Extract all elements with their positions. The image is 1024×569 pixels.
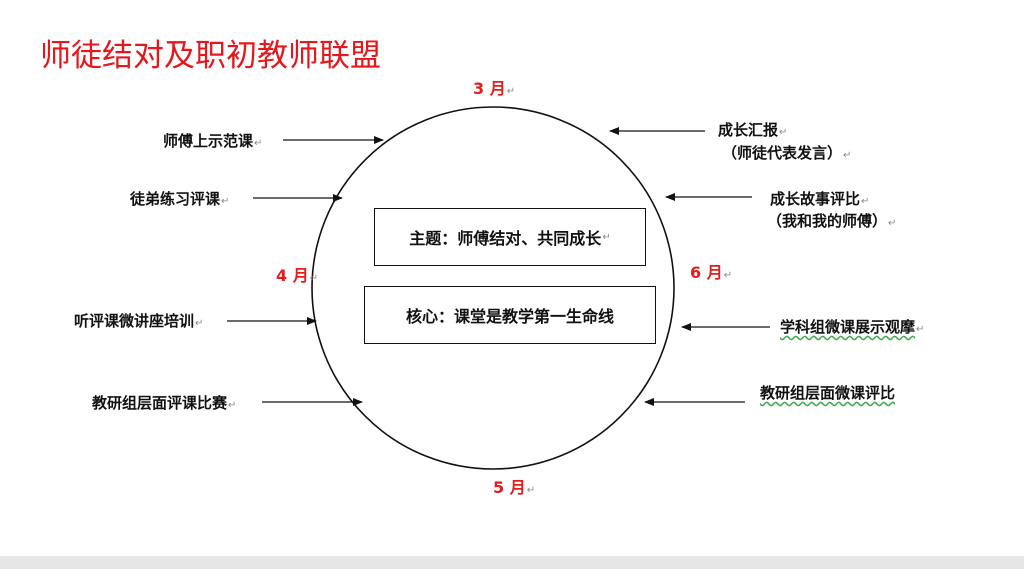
- left-label-practice-review: 徒弟练习评课↵: [130, 190, 230, 208]
- right-label-story-sub: （我和我的师傅）↵: [767, 212, 897, 230]
- month-label-4: 4 月↵: [276, 266, 319, 285]
- left-label-demo-lesson: 师傅上示范课↵: [163, 132, 263, 150]
- right-label-micro-show: 学科组微课展示观摩↵: [780, 318, 925, 336]
- right-label-report: 成长汇报↵: [718, 121, 788, 139]
- right-label-micro-eval: 教研组层面微课评比: [760, 384, 896, 402]
- slide-bottom-band: [0, 556, 1024, 569]
- page-title: 师徒结对及职初教师联盟: [40, 38, 381, 74]
- core-text: 核心：课堂是教学第一生命线: [405, 307, 614, 326]
- right-label-story: 成长故事评比↵: [770, 190, 870, 208]
- left-label-review-contest: 教研组层面评课比赛↵: [92, 394, 237, 412]
- core-box: 核心：课堂是教学第一生命线: [364, 286, 656, 344]
- month-label-6: 6 月↵: [690, 263, 733, 282]
- theme-text: 主题：师傅结对、共同成长: [409, 229, 602, 248]
- left-label-micro-lecture: 听评课微讲座培训↵: [74, 312, 204, 330]
- month-label-5: 5 月↵: [493, 478, 536, 497]
- theme-box: 主题：师傅结对、共同成长↵: [374, 208, 646, 266]
- right-label-report-sub: （师徒代表发言）↵: [722, 144, 852, 162]
- month-label-3: 3 月↵: [473, 79, 516, 98]
- cycle-circle: [311, 106, 675, 470]
